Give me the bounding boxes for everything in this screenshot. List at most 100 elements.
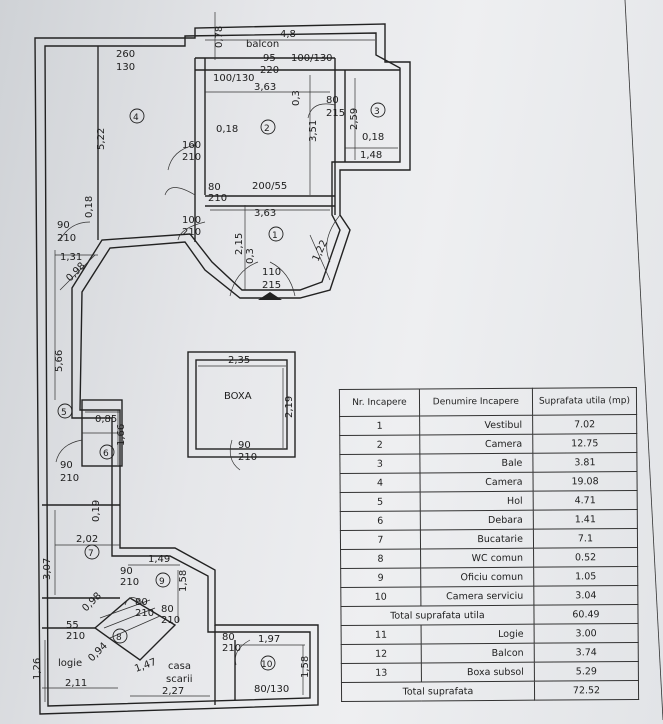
cell-area: 12.75 bbox=[532, 433, 637, 454]
stair-marks bbox=[99, 292, 282, 639]
cell-name: Debara bbox=[420, 510, 534, 530]
dim-text: 210 bbox=[60, 473, 79, 484]
dim-text: 90 bbox=[120, 566, 133, 577]
cell-nr: 6 bbox=[340, 510, 421, 531]
cell-name: Camera bbox=[419, 472, 534, 492]
room-marker-1 bbox=[268, 226, 284, 242]
room-number: 4 bbox=[133, 113, 139, 123]
dim-text: 210 bbox=[222, 643, 241, 654]
cell-nr: 10 bbox=[340, 586, 421, 607]
dimension-lines bbox=[42, 12, 398, 702]
dim-text: 5,66 bbox=[54, 350, 65, 372]
room-number: 3 bbox=[374, 107, 380, 117]
dim-text: 95 bbox=[263, 53, 276, 64]
cell-name: Camera serviciu bbox=[420, 586, 534, 606]
room-marker-4 bbox=[129, 108, 145, 124]
dim-text: 2,15 bbox=[234, 233, 245, 255]
boxa-room bbox=[187, 351, 296, 458]
cell-area: 1.05 bbox=[533, 566, 638, 587]
dim-text: 210 bbox=[238, 452, 257, 463]
room-number: 1 bbox=[272, 231, 278, 241]
cell-area: 3.04 bbox=[533, 585, 638, 606]
balcon-label: balcon bbox=[246, 39, 279, 50]
cell-name: WC comun bbox=[420, 548, 534, 568]
dim-text: 2,02 bbox=[76, 534, 98, 545]
casa-label: casa bbox=[168, 661, 191, 672]
cell-area: 7.02 bbox=[532, 414, 637, 435]
room-marker-8 bbox=[112, 628, 128, 644]
dim-text: 210 bbox=[208, 193, 227, 204]
dim-text: 1,48 bbox=[360, 150, 382, 161]
cell-nr: 5 bbox=[340, 491, 421, 512]
dim-text: 90 bbox=[238, 440, 251, 451]
dim-text: 215 bbox=[326, 108, 345, 119]
room-labels: balcon BOXA logie casa scarii bbox=[58, 39, 279, 685]
dim-text: 160 bbox=[182, 140, 201, 151]
dim-text: 2,11 bbox=[65, 678, 87, 689]
dim-text: 3,07 bbox=[42, 558, 53, 580]
dim-text: 0,18 bbox=[84, 196, 95, 218]
scarii-label: scarii bbox=[166, 674, 193, 685]
dim-text: 1,26 bbox=[32, 658, 43, 680]
dim-text: 210 bbox=[120, 577, 139, 588]
cell-name: Bucatarie bbox=[420, 529, 534, 549]
cell-name: Camera bbox=[419, 434, 533, 454]
cell-name: Hol bbox=[419, 491, 534, 511]
dim-text: 210 bbox=[135, 608, 154, 619]
dim-text: 80 bbox=[208, 182, 221, 193]
dim-text: 1,58 bbox=[300, 656, 311, 678]
room-marker-2 bbox=[260, 119, 276, 135]
room-number: 7 bbox=[88, 549, 94, 559]
cell-nr: 4 bbox=[340, 472, 420, 493]
room-numbers: 1 2 3 4 5 6 7 8 9 10 bbox=[61, 107, 380, 670]
entrance-arrow-icon bbox=[258, 292, 282, 300]
cell-name: Vestibul bbox=[419, 415, 533, 435]
dim-text: 1,66 bbox=[116, 424, 127, 446]
dim-text: 260 bbox=[116, 49, 135, 60]
cell-name: Oficiu comun bbox=[420, 567, 534, 587]
dim-text: 130 bbox=[116, 62, 135, 73]
dim-text: 90 bbox=[57, 220, 70, 231]
room-marker-10 bbox=[260, 655, 276, 671]
dim-text: 200/55 bbox=[252, 181, 287, 192]
room-number: 8 bbox=[116, 633, 122, 643]
dim-text: 210 bbox=[182, 227, 201, 238]
cell-area: 0.52 bbox=[533, 547, 638, 568]
dim-text: 0,3 bbox=[291, 90, 302, 106]
cell-nr: 8 bbox=[340, 548, 421, 569]
room-number: 2 bbox=[264, 124, 270, 134]
cell-area: 4.71 bbox=[533, 490, 638, 511]
dim-text: 80 bbox=[222, 632, 235, 643]
interior-walls bbox=[42, 46, 400, 705]
room-number: 10 bbox=[261, 660, 273, 670]
dim-text: 0,18 bbox=[216, 124, 238, 135]
dim-text: 1,58 bbox=[178, 570, 189, 592]
dim-text: 110 bbox=[262, 267, 281, 278]
room-marker-5 bbox=[57, 403, 73, 419]
dim-text: 0,85 bbox=[95, 414, 117, 425]
dim-text: 210 bbox=[182, 152, 201, 163]
dim-text: 1,31 bbox=[60, 252, 82, 263]
cell-nr: 11 bbox=[341, 624, 421, 645]
dim-text: 0,78 bbox=[214, 26, 225, 48]
dim-text: 0,98 bbox=[80, 591, 104, 615]
dim-text: 210 bbox=[57, 233, 76, 244]
dim-text: 100/130 bbox=[291, 53, 333, 64]
dim-text: 2,27 bbox=[162, 686, 184, 697]
dim-text: 2,59 bbox=[349, 108, 360, 130]
dim-text: 2,19 bbox=[284, 396, 295, 418]
cell-name: Boxa subsol bbox=[421, 662, 535, 682]
dim-text: 90 bbox=[60, 460, 73, 471]
dim-text: 220 bbox=[260, 65, 279, 76]
dim-text: 0,94 bbox=[86, 641, 110, 665]
